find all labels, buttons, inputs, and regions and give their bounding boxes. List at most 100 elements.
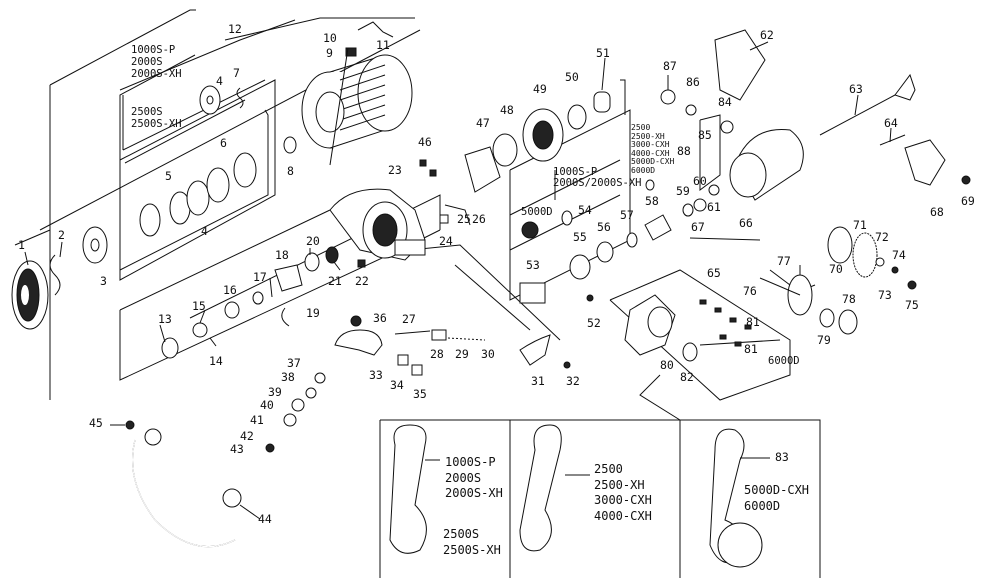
- bail-parts-drawing: [125, 315, 571, 548]
- part-label: 4: [201, 224, 208, 238]
- part-label: 55: [573, 230, 587, 244]
- part-label: 78: [842, 292, 856, 306]
- part-9-drawing: [345, 47, 357, 57]
- spool-group-frames: [14, 9, 421, 400]
- part-label: 69: [961, 194, 975, 208]
- part-label: 36: [373, 311, 387, 325]
- part-label: 56: [597, 220, 611, 234]
- part-label: 13: [158, 312, 172, 326]
- part-label: 7: [233, 66, 240, 80]
- part-label: 87: [663, 59, 677, 73]
- part-label: 6: [220, 136, 227, 150]
- part-label: 35: [413, 387, 427, 401]
- rotor-side-drawing: [419, 91, 611, 226]
- part-label: 4: [216, 74, 223, 88]
- part-label: 39: [268, 385, 282, 399]
- handle-a-models: 1000S-P 2000S 2000S-XH: [445, 455, 503, 500]
- part-label: 18: [275, 248, 289, 262]
- part-label: 80: [660, 358, 674, 372]
- part-label: 29: [455, 347, 469, 361]
- part-label: 12: [228, 22, 242, 36]
- model-boxes: [119, 19, 296, 271]
- body-models: 2500 2500-XH 3000-CXH 4000-CXH 5000D-CXH…: [631, 123, 675, 175]
- body-housing-drawing: [645, 29, 804, 201]
- screw-model: 6000D: [768, 355, 800, 367]
- part-label: 60: [693, 174, 707, 188]
- part-label: 23: [388, 163, 402, 177]
- body-parts-drawing: [519, 184, 720, 304]
- leader-lines: [24, 41, 892, 520]
- part-label: 82: [680, 370, 694, 384]
- part-label: 19: [306, 306, 320, 320]
- part-label: 41: [250, 413, 264, 427]
- part-label: 20: [306, 234, 320, 248]
- part-label: 2: [58, 228, 65, 242]
- part-label: 71: [853, 218, 867, 232]
- part-label: 44: [258, 512, 272, 526]
- part-label: 26: [472, 212, 486, 226]
- part-label: 38: [281, 370, 295, 384]
- part-label: 50: [565, 70, 579, 84]
- part-label: 61: [707, 200, 721, 214]
- part-8-drawing: [283, 136, 297, 154]
- rotor-models-small: 1000S-P 2000S/2000S-XH: [553, 166, 642, 189]
- lower-frames: [119, 79, 821, 578]
- part-12-spool-drawing: [301, 54, 413, 149]
- part-label: 53: [526, 258, 540, 272]
- part-label: 67: [691, 220, 705, 234]
- part-label: 72: [875, 230, 889, 244]
- handle-b-models: 2500 2500-XH 3000-CXH 4000-CXH: [594, 462, 652, 523]
- part-label: 66: [739, 216, 753, 230]
- part-label: 76: [743, 284, 757, 298]
- part-label: 31: [531, 374, 545, 388]
- part-label: 28: [430, 347, 444, 361]
- part-label: 47: [476, 116, 490, 130]
- handle-shaft-drawing: [819, 73, 971, 186]
- part-label: 5: [165, 169, 172, 183]
- part-label: 57: [620, 208, 634, 222]
- part-label: 25: [457, 212, 471, 226]
- handle-variants-drawing: [389, 424, 770, 568]
- part-label: 48: [500, 103, 514, 117]
- part-label: 14: [209, 354, 223, 368]
- drag-washers-drawing: [139, 85, 257, 237]
- part-label: 45: [89, 416, 103, 430]
- part-label: 81: [746, 315, 760, 329]
- part-label: 30: [481, 347, 495, 361]
- part-label: 27: [402, 312, 416, 326]
- part-label: 63: [849, 82, 863, 96]
- part-label: 37: [287, 356, 301, 370]
- part-label: 65: [707, 266, 721, 280]
- part-label: 79: [817, 333, 831, 347]
- part-label: 54: [578, 203, 592, 217]
- part-label: 68: [930, 205, 944, 219]
- part-label: 64: [884, 116, 898, 130]
- part-label: 46: [418, 135, 432, 149]
- part-label: 3: [100, 274, 107, 288]
- part-1-drawing: [11, 260, 49, 330]
- part-label: 86: [686, 75, 700, 89]
- part-label: 83: [775, 450, 789, 464]
- shaft-parts-drawing: [161, 246, 366, 359]
- gear-parts-drawing: [689, 226, 917, 335]
- part-label: 81: [744, 342, 758, 356]
- part-label: 84: [718, 95, 732, 109]
- handle-a2-models: 2500S 2500S-XH: [443, 527, 501, 557]
- part-label: 85: [698, 128, 712, 142]
- part-label: 77: [777, 254, 791, 268]
- handle-c-models: 5000D-CXH 6000D: [744, 483, 810, 513]
- part-label: 70: [829, 262, 843, 276]
- part-label: 52: [587, 316, 601, 330]
- part-label: 9: [326, 46, 333, 60]
- part-label: 11: [376, 38, 390, 52]
- part-label: 62: [760, 28, 774, 42]
- part-label: 32: [566, 374, 580, 388]
- rotor-model-big: 5000D: [521, 206, 553, 218]
- part-label: 15: [192, 299, 206, 313]
- part-label: 40: [260, 398, 274, 412]
- part-23-rotor-drawing: [329, 188, 426, 261]
- part-7-drawing: [236, 87, 244, 109]
- spool-models-small: 1000S-P 2000S 2000S-XH: [131, 44, 182, 80]
